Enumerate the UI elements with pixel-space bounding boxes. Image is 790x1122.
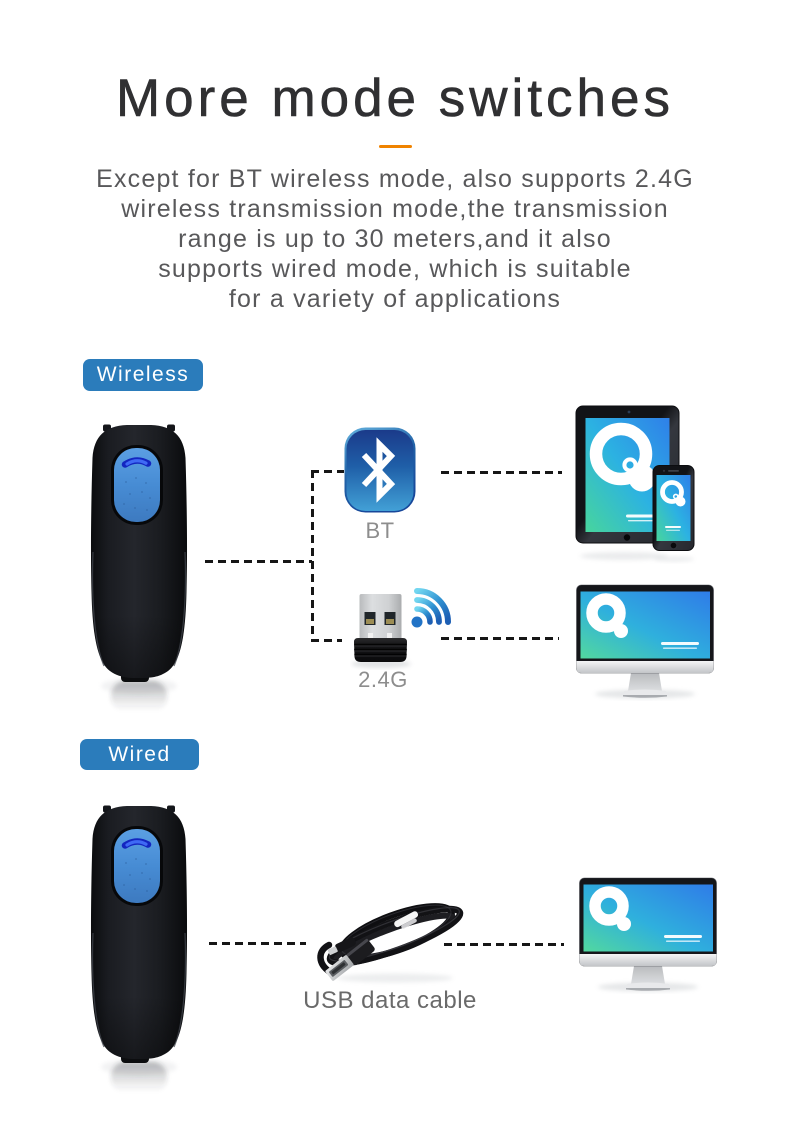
description-line: for a variety of applications [228,285,562,313]
monitor-image-wireless [575,583,715,701]
dash-bt-to-tablet [441,471,562,474]
description: Except for BT wireless mode, also suppor… [0,164,790,314]
bluetooth-glyph [361,437,396,503]
description-line: wireless transmission mode,the transmiss… [121,195,669,223]
usb-dongle-image [351,588,451,668]
logo-q-icon [589,422,653,486]
dash-junction-vertical [311,470,314,642]
dash-scanner-to-junction [205,560,312,563]
tablet-home-button [623,533,631,542]
monitor-image-wired [578,876,718,994]
dash-dongle-to-monitor [441,637,559,640]
description-line: supports wired mode, which is suitable [158,255,632,283]
wireless-badge: Wireless [83,359,203,391]
tablet-and-phone-image [575,405,695,562]
bluetooth-icon [344,427,416,513]
scanner-image-wired [86,801,190,1101]
page-title: More mode switches [115,69,674,128]
description-line: Except for BT wireless mode, also suppor… [96,165,694,193]
bt-label: BT [365,518,395,543]
wired-badge: Wired [80,739,199,770]
wired-badge-label: Wired [108,742,171,766]
dash-scanner-to-cable [209,942,306,945]
dash-cable-to-monitor [444,943,564,946]
dongle-label: 2.4G [358,667,408,692]
usb-cable-image [317,903,464,983]
dash-junction-to-bt [311,470,344,473]
logo-q-icon [660,480,684,504]
description-line: range is up to 30 meters,and it also [178,225,612,253]
usb-cable-label: USB data cable [303,987,477,1014]
title-divider [379,145,412,148]
phone-home-button [670,542,677,549]
dash-junction-to-dongle [311,639,342,642]
scanner-image-wireless [86,420,190,720]
wireless-badge-label: Wireless [96,363,190,386]
wifi-signal-icon [414,588,451,625]
